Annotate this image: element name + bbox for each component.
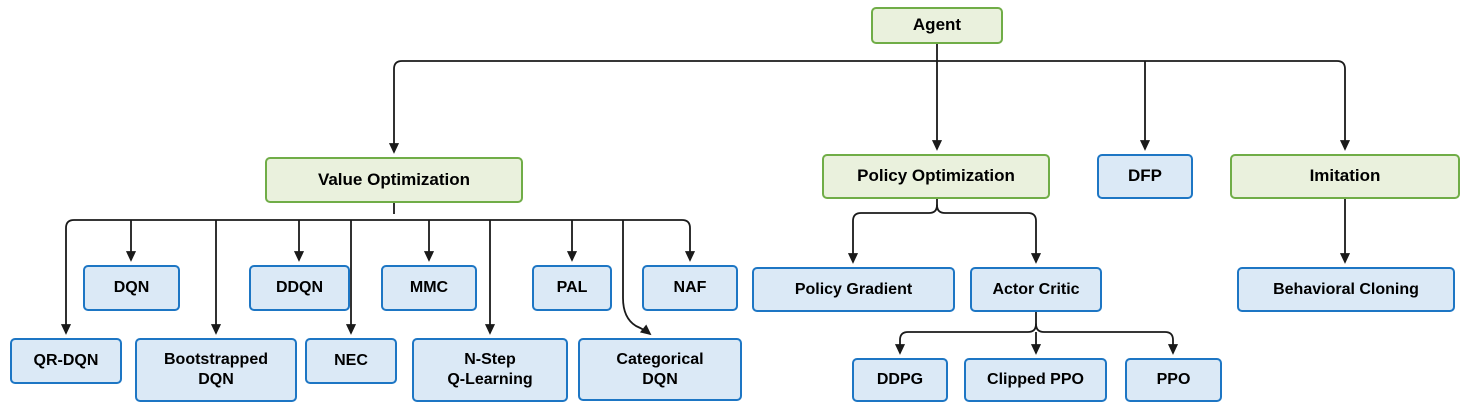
node-actor-critic-label: Actor Critic [992,280,1080,298]
node-nec-label: NEC [334,352,368,370]
node-actor-critic: Actor Critic [970,267,1102,312]
edge-actor-critic-bus [899,323,1174,341]
node-policy-optimization-label: Policy Optimization [857,166,1015,186]
node-bootstrapped-dqn-label: Bootstrapped DQN [164,351,268,388]
node-clipped-ppo: Clipped PPO [964,358,1107,402]
node-policy-gradient-label: Policy Gradient [794,280,913,298]
edge-policy-optimization-bus [852,204,1037,222]
node-categorical-dqn-label: Categorical DQN [616,350,704,388]
node-pal-label: PAL [556,279,588,297]
node-value-optimization: Value Optimization [265,157,523,203]
node-dfp-label: DFP [1128,166,1162,186]
node-naf-label: NAF [673,279,707,297]
node-ddqn-label: DDQN [275,279,324,297]
node-policy-gradient: Policy Gradient [752,267,955,312]
node-mmc-label: MMC [409,279,449,297]
node-ppo: PPO [1125,358,1222,402]
node-imitation: Imitation [1230,154,1460,199]
node-agent-label: Agent [912,15,962,35]
node-dqn-label: DQN [113,279,150,297]
node-bootstrapped-dqn: Bootstrapped DQN [135,338,297,402]
node-mmc: MMC [381,265,477,311]
node-value-optimization-label: Value Optimization [317,169,471,189]
node-ddqn: DDQN [249,265,350,311]
node-pal: PAL [532,265,612,311]
node-ddpg-label: DDPG [876,371,924,389]
edge-agent-bus [393,60,1346,70]
node-agent: Agent [871,7,1003,44]
node-imitation-label: Imitation [1309,166,1381,186]
node-dqn: DQN [83,265,180,311]
node-dfp: DFP [1097,154,1193,199]
node-n-step-q-learning-label: N-Step Q-Learning [447,351,533,388]
edge-value-optimization-bus [65,219,691,229]
node-qr-dqn-label: QR-DQN [33,352,99,370]
node-ppo-label: PPO [1156,371,1191,389]
node-policy-optimization: Policy Optimization [822,154,1050,199]
node-clipped-ppo-label: Clipped PPO [987,371,1084,389]
node-ddpg: DDPG [852,358,948,402]
node-behavioral-cloning-label: Behavioral Cloning [1273,280,1419,298]
node-naf: NAF [642,265,738,311]
node-qr-dqn: QR-DQN [10,338,122,384]
node-nec: NEC [305,338,397,384]
node-categorical-dqn: Categorical DQN [578,338,742,401]
node-behavioral-cloning: Behavioral Cloning [1237,267,1455,312]
node-n-step-q-learning: N-Step Q-Learning [412,338,568,402]
edge-value-optimization-categorical-dqn [622,220,652,336]
